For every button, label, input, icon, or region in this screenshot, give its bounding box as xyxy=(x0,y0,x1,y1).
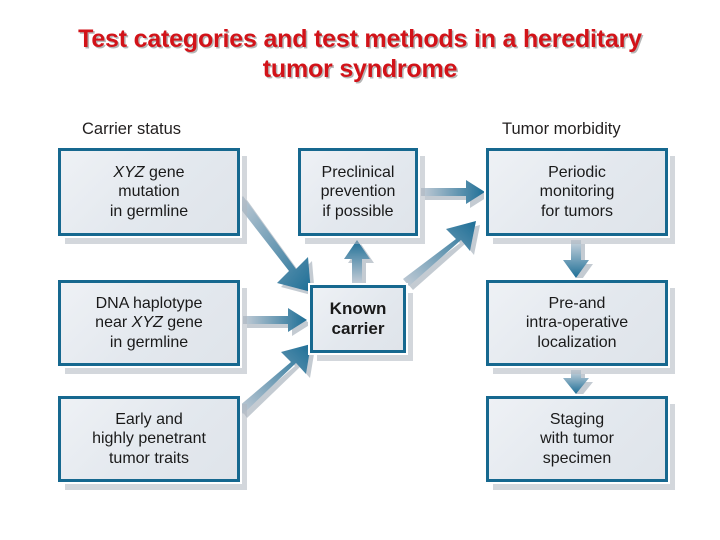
page-title: Test categories and test methods in a he… xyxy=(78,25,642,83)
arrow-pre-intra-op-to-staging xyxy=(563,370,589,394)
arrow-preclinical-to-periodic-monitoring xyxy=(421,180,485,204)
arrow-periodic-monitoring-to-pre-intra-op xyxy=(563,240,589,278)
column-heading-tumor-morbidity: Tumor morbidity xyxy=(502,120,621,138)
arrow-known-carrier-to-periodic-monitoring xyxy=(403,221,476,286)
arrow-known-carrier-to-preclinical xyxy=(344,240,370,283)
arrow-early-traits-to-known-carrier xyxy=(238,344,311,414)
arrow-xyz-mutation-to-known-carrier xyxy=(236,196,311,292)
arrow-dna-haplotype-to-known-carrier xyxy=(243,308,307,332)
column-heading-carrier-status: Carrier status xyxy=(82,120,182,138)
